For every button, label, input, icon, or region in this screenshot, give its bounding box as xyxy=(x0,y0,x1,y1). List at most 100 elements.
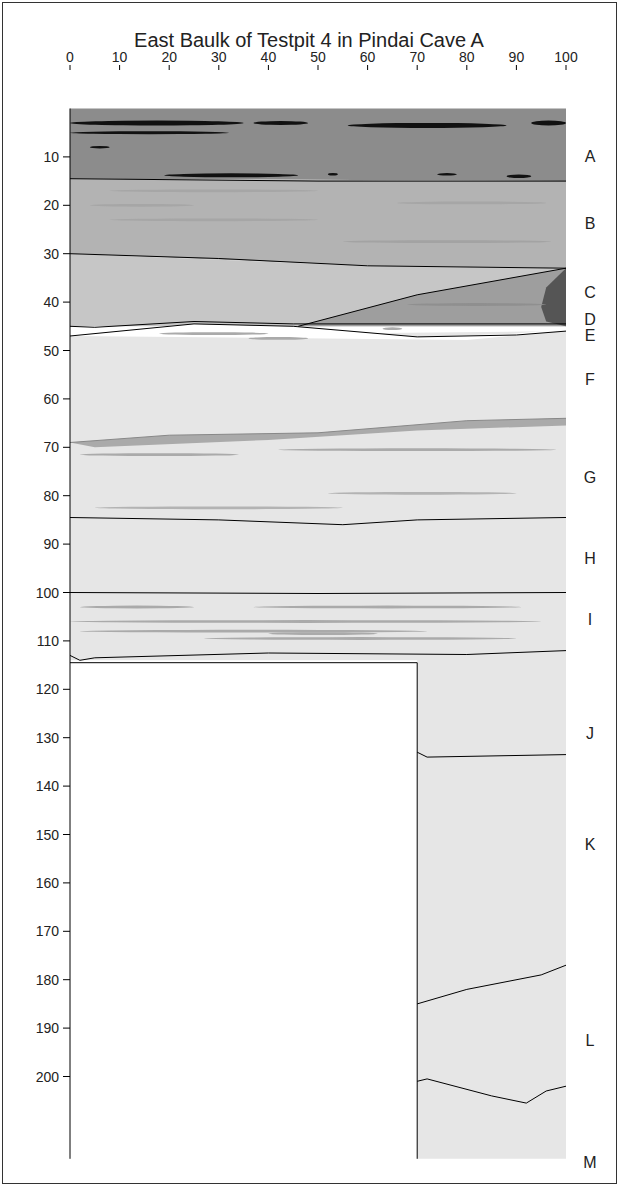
axis-number: 40 xyxy=(43,294,59,310)
sediment-streak xyxy=(80,606,194,609)
sediment-streak xyxy=(248,337,308,340)
axis-number: 190 xyxy=(36,1020,59,1036)
axis-number: 60 xyxy=(360,49,376,65)
sediment-streak xyxy=(204,637,516,640)
axis-number: 170 xyxy=(36,923,59,939)
layer-boundary xyxy=(417,1079,566,1103)
axis-number: 120 xyxy=(36,681,59,697)
axis-number: 70 xyxy=(409,49,425,65)
axis-number: 70 xyxy=(43,439,59,455)
layer-boundary xyxy=(70,593,566,594)
charcoal-lens xyxy=(253,121,308,125)
charcoal-lens xyxy=(70,131,229,134)
layer-boundary xyxy=(70,518,566,525)
layer-boundary xyxy=(70,651,566,661)
sediment-streak xyxy=(397,202,546,205)
axis-tick xyxy=(63,640,70,641)
sediment-streak xyxy=(407,303,546,306)
axis-line xyxy=(70,109,71,1159)
sediment-streak xyxy=(278,448,556,451)
charcoal-lens xyxy=(531,121,566,126)
sediment-streak xyxy=(328,492,516,495)
layer-letter: G xyxy=(584,469,596,487)
sediment-streak xyxy=(95,506,343,509)
unexcavated xyxy=(70,663,417,1174)
axis-tick xyxy=(466,65,467,70)
axis-tick xyxy=(318,65,319,70)
layer-letter: C xyxy=(584,284,596,302)
axis-tick xyxy=(63,156,70,157)
layer-d xyxy=(298,268,566,326)
axis-number: 10 xyxy=(43,149,59,165)
layer-letter: L xyxy=(586,1032,595,1050)
layer-letter: M xyxy=(583,1154,596,1172)
layer-boundary xyxy=(298,268,566,326)
axis-number: 60 xyxy=(43,391,59,407)
streak xyxy=(70,418,566,447)
axis-number: 180 xyxy=(36,972,59,988)
axis-tick xyxy=(63,253,70,254)
axis-number: 50 xyxy=(43,343,59,359)
layer-boundary xyxy=(70,418,566,442)
axis-number: 80 xyxy=(459,49,475,65)
axis-number: 150 xyxy=(36,827,59,843)
axis-tick xyxy=(70,65,71,70)
axis-number: 80 xyxy=(43,488,59,504)
axis-tick xyxy=(63,302,70,303)
axis-tick xyxy=(516,65,517,70)
stone xyxy=(541,268,566,326)
charcoal-lens xyxy=(164,173,298,177)
layer-letter: D xyxy=(584,311,596,329)
layer-letter: A xyxy=(585,148,596,166)
charcoal-lens xyxy=(70,121,244,126)
axis-tick xyxy=(119,65,120,70)
frame xyxy=(3,3,617,1184)
layer-a xyxy=(70,109,566,182)
axis-tick xyxy=(63,544,70,545)
sediment-streak xyxy=(159,332,268,335)
axis-number: 20 xyxy=(43,197,59,213)
axis-tick xyxy=(218,65,219,70)
axis-tick xyxy=(63,592,70,593)
layer-letter: I xyxy=(588,611,592,629)
sediment-streak xyxy=(80,453,239,456)
axis-tick xyxy=(63,205,70,206)
axis-number: 140 xyxy=(36,778,59,794)
axis-number: 0 xyxy=(66,49,74,65)
layer-boundary xyxy=(417,752,566,757)
sediment-streak xyxy=(110,218,318,221)
axis-tick xyxy=(63,931,70,932)
charcoal-lens xyxy=(90,146,110,148)
charcoal-lens xyxy=(507,175,532,179)
layer-boundary xyxy=(70,322,566,328)
sediment-streak xyxy=(343,240,551,243)
axis-tick xyxy=(566,65,567,70)
axis-tick xyxy=(63,979,70,980)
excavation-edge xyxy=(417,663,418,1159)
sediment-streak xyxy=(90,204,194,207)
axis-number: 30 xyxy=(43,246,59,262)
layer-letter: K xyxy=(585,836,596,854)
axis-tick xyxy=(63,689,70,690)
sediment-streak xyxy=(80,630,427,633)
axis-number: 40 xyxy=(261,49,277,65)
axis-tick xyxy=(63,350,70,351)
axis-tick xyxy=(63,882,70,883)
layer-b xyxy=(70,179,566,269)
axis-number: 110 xyxy=(37,633,59,649)
layer-c xyxy=(70,254,566,327)
axis-number: 90 xyxy=(509,49,525,65)
axis-tick xyxy=(417,65,418,70)
sediment-streak xyxy=(70,620,541,623)
title: East Baulk of Testpit 4 in Pindai Cave A xyxy=(134,29,484,52)
layer-boundary xyxy=(70,324,566,337)
axis-tick xyxy=(63,447,70,448)
charcoal-lens xyxy=(328,173,338,175)
layer-letter: H xyxy=(584,550,596,568)
sediment-streak xyxy=(110,189,318,192)
axis-tick xyxy=(367,65,368,70)
layer-letter: F xyxy=(585,371,595,389)
layer-boundary xyxy=(417,965,566,1004)
layer-letter: J xyxy=(586,725,594,743)
